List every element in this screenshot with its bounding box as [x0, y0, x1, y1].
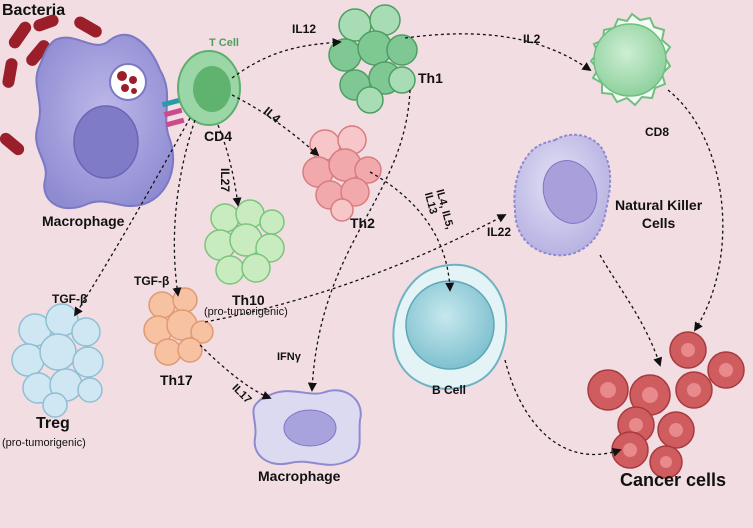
th17-cell-cluster: [143, 287, 214, 366]
macrophage-top-cell: [35, 33, 185, 210]
arrow-cd8-cancer: [667, 89, 724, 332]
treg-cell-cluster: [11, 303, 104, 418]
tgfb-treg-label: TGF-β: [52, 292, 88, 306]
arrow-cd4-th10: [217, 124, 242, 207]
arrow-bcell-cancer: [504, 359, 622, 457]
th1-label: Th1: [418, 70, 443, 86]
cd8-cell: [589, 12, 672, 107]
il27-label: IL27: [218, 168, 232, 193]
arrow-cd4-th17: [172, 119, 196, 297]
t-cell-label: T Cell: [209, 37, 239, 49]
il2-label: IL2: [523, 32, 541, 46]
interaction-arrows: [74, 33, 724, 457]
cd4-label: CD4: [204, 128, 233, 144]
arrow-th2-bcell: [369, 171, 455, 292]
b-cell: [392, 263, 508, 390]
nk-cell: [513, 133, 612, 257]
t-cell-cd4: [177, 50, 241, 126]
cancer-cell-cluster: [587, 331, 745, 479]
arrow-cd4-th1: [231, 38, 342, 79]
th10-label: Th10: [232, 292, 265, 308]
tgfb-th17-label: TGF-β: [134, 274, 170, 288]
cancer-cells-label: Cancer cells: [620, 470, 727, 490]
nk-label: Natural Killer Cells: [615, 197, 703, 231]
arrow-th17-macrophage: [199, 344, 272, 400]
arrow-th17-nk: [204, 214, 507, 323]
arrow-nk-cancer: [599, 254, 663, 367]
th10-cell-cluster: [204, 199, 285, 285]
th2-label: Th2: [350, 215, 375, 231]
il12-label: IL12: [292, 22, 317, 36]
treg-label: Treg: [36, 415, 70, 432]
arrow-th1-cd8: [404, 33, 592, 72]
arrow-cd4-treg: [74, 117, 191, 317]
bacteria-label: Bacteria: [2, 2, 66, 19]
th1-cell-cluster: [328, 4, 418, 114]
th10-note: (pro-tumorigenic): [204, 306, 288, 318]
macrophage-top-label: Macrophage: [42, 213, 125, 229]
cd8-label: CD8: [645, 125, 670, 139]
ifng-label: IFNγ: [277, 351, 301, 363]
arrow-th1-macrophage: [307, 89, 411, 392]
th2-cell-cluster: [302, 125, 382, 222]
macrophage-bottom-label: Macrophage: [258, 468, 341, 484]
treg-note: (pro-tumorigenic): [2, 437, 86, 449]
b-cell-label: B Cell: [432, 383, 467, 397]
th17-label: Th17: [160, 372, 193, 388]
il22-label: IL22: [487, 225, 512, 239]
macrophage-bottom-cell: [252, 389, 362, 466]
bacteria-group: [0, 14, 102, 156]
